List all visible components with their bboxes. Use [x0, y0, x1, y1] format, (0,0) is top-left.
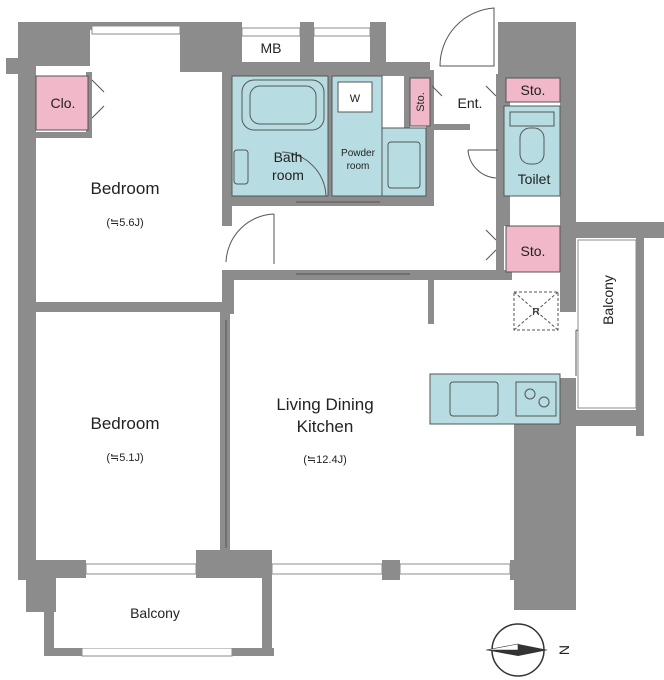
windows — [81, 25, 511, 657]
powder-room-label-line-1: Powder — [341, 148, 376, 159]
compass-north-label: N — [556, 645, 572, 655]
bedroom-1-size: (≒5.6J) — [106, 217, 143, 229]
toilet-tank-icon — [509, 111, 555, 127]
refrigerator-label: R — [532, 307, 539, 318]
stove-icon — [515, 381, 557, 417]
bedroom-1-name: Bedroom — [91, 179, 160, 198]
closet-door-icon — [91, 79, 105, 119]
sink-icon — [449, 381, 499, 417]
entrance-door-icon — [439, 7, 495, 67]
entrance-label: Ent. — [458, 95, 483, 111]
entrance-storage-door-icon — [431, 85, 497, 97]
north-compass: N — [485, 623, 572, 677]
east-balcony — [577, 239, 637, 409]
shower-icon — [233, 149, 249, 185]
storage-door-icon — [485, 229, 497, 261]
ldk-name-line-1: Living Dining — [276, 395, 373, 414]
closet — [35, 75, 89, 131]
bedroom-2-size: (≒5.1J) — [106, 452, 143, 464]
storage-1-label: Sto. — [415, 92, 427, 112]
south-balcony — [56, 578, 262, 648]
ldk-size: (≒12.4J) — [303, 454, 346, 466]
storage-3-label: Sto. — [521, 243, 546, 259]
doors — [91, 7, 615, 548]
bedroom-2-name: Bedroom — [91, 414, 160, 433]
bedroom-1-door-icon — [225, 213, 275, 264]
washer-label: W — [350, 93, 361, 105]
toilet-door-icon — [467, 149, 498, 179]
bathroom-label-line-2: room — [272, 167, 304, 183]
storage-2 — [505, 77, 561, 103]
closet-label: Clo. — [51, 95, 76, 111]
storage-areas — [35, 75, 561, 273]
refrigerator-space — [513, 291, 559, 331]
storage-1 — [409, 77, 431, 127]
toilet-bowl-icon — [519, 127, 545, 165]
storage-2-label: Sto. — [521, 82, 546, 98]
powder-room-label-line-2: room — [347, 161, 370, 172]
bathtub-icon — [241, 79, 325, 131]
wet-areas — [231, 75, 561, 197]
bathroom-label-line-1: Bath — [274, 149, 303, 165]
ldk-name-line-2: Kitchen — [297, 417, 354, 436]
interior-walls — [36, 66, 512, 552]
south-balcony-label: Balcony — [130, 605, 180, 621]
washer-box — [337, 81, 373, 113]
room-labels: MB Clo. Bedroom (≒5.6J) Bedroom (≒5.1J) … — [51, 40, 616, 621]
east-balcony-label: Balcony — [600, 275, 616, 325]
toilet-label: Toilet — [518, 171, 551, 187]
kitchen-counter — [429, 373, 561, 425]
bathroom-door-icon — [280, 151, 327, 197]
washbasin-icon — [387, 141, 421, 189]
storage-3 — [505, 225, 561, 273]
meter-box-label: MB — [261, 40, 282, 56]
